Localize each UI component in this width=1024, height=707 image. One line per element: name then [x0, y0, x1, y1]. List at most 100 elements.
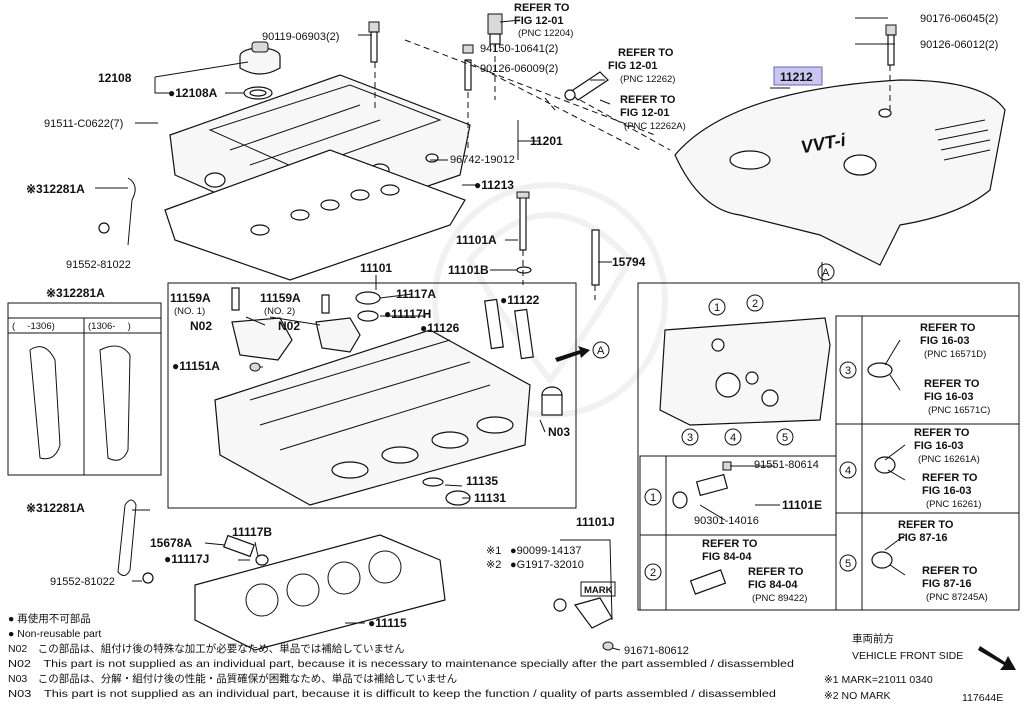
pnc-c3b: (PNC 16571C) [928, 405, 990, 416]
fig-top-1[interactable]: FIG 12-01 [514, 15, 564, 27]
label-91552-81022-top[interactable]: 91552-81022 [66, 259, 131, 271]
refer-top-3: REFER TO [620, 94, 676, 106]
label-11101b[interactable]: 11101B [448, 263, 489, 277]
side-callout-3: 3 [845, 365, 851, 377]
label-15794[interactable]: 15794 [612, 255, 646, 269]
pnc-c3a: (PNC 16571D) [924, 349, 986, 360]
label-91552-81022-bot[interactable]: 91552-81022 [50, 576, 115, 588]
fig-c4b[interactable]: FIG 16-03 [922, 485, 972, 497]
callout-2[interactable]: 2 [752, 298, 758, 310]
fig-c2b[interactable]: FIG 84-04 [748, 579, 798, 591]
label-11101e[interactable]: 11101E [782, 498, 822, 512]
label-91511-c0622[interactable]: 91511-C0622(7) [44, 118, 123, 130]
label-11101a[interactable]: 11101A [456, 233, 497, 247]
label-11126[interactable]: ●11126 [420, 321, 460, 335]
pnc-c4b: (PNC 16261) [926, 499, 981, 510]
refer-c4b: REFER TO [922, 472, 978, 484]
label-11117h[interactable]: ●11117H [384, 307, 431, 321]
mark-note-2: ※2 NO MARK [824, 690, 891, 702]
label-11212[interactable]: 11212 [780, 70, 813, 84]
fig-top-2[interactable]: FIG 12-01 [608, 60, 658, 72]
dashed-leaders [374, 39, 891, 300]
callout-3[interactable]: 3 [687, 432, 693, 444]
label-11131[interactable]: 11131 [474, 491, 506, 505]
callout-5[interactable]: 5 [782, 432, 788, 444]
label-11213[interactable]: ●11213 [474, 178, 514, 192]
label-11159a-no2[interactable]: 11159A [260, 291, 301, 305]
fig-c2a[interactable]: FIG 84-04 [702, 551, 752, 563]
label-a-arrow[interactable]: A [597, 345, 605, 357]
label-11117j[interactable]: ●11117J [164, 552, 209, 566]
label-12108a[interactable]: ●12108A [168, 86, 218, 100]
head-rear-view [659, 317, 831, 426]
cylinder-head-gasket [194, 534, 446, 651]
camshaft-bearing-caps [231, 287, 361, 372]
refer-c2b: REFER TO [748, 566, 804, 578]
mark-box [580, 581, 616, 597]
fig-c4a[interactable]: FIG 16-03 [914, 440, 964, 452]
fig-c5a[interactable]: FIG 87-16 [898, 532, 948, 544]
label-11159a-no1[interactable]: 11159A [170, 291, 211, 305]
pcv-hose [564, 71, 609, 101]
pnc-c5b: (PNC 87245A) [926, 592, 988, 603]
label-no2: (NO. 2) [264, 306, 295, 317]
label-mark1: ※1 [486, 545, 501, 557]
bracket-variant-2 [99, 345, 131, 461]
fig-c3a[interactable]: FIG 16-03 [920, 335, 970, 347]
callout-4[interactable]: 4 [730, 432, 736, 444]
pnc-top-2: (PNC 12262) [620, 74, 675, 85]
callout-1[interactable]: 1 [714, 302, 720, 314]
label-12108[interactable]: 12108 [98, 71, 132, 85]
cylinder-head-box [167, 282, 577, 509]
head-plugs-guides [355, 291, 563, 506]
label-11122[interactable]: ●11122 [500, 293, 540, 307]
label-11151a[interactable]: ●11151A [172, 359, 220, 373]
lower-bracket [117, 499, 137, 576]
label-11115[interactable]: ●11115 [368, 616, 407, 630]
label-n03: N03 [548, 425, 570, 439]
cam-position-sensor [553, 597, 614, 651]
label-11101[interactable]: 11101 [360, 261, 392, 275]
side-callout-2: 2 [650, 567, 656, 579]
label-90126-06009[interactable]: 90126-06009(2) [480, 63, 558, 75]
refer-c4a: REFER TO [914, 427, 970, 439]
label-11135[interactable]: 11135 [466, 474, 498, 488]
refer-c5a: REFER TO [898, 519, 954, 531]
fig-c5b[interactable]: FIG 87-16 [922, 578, 972, 590]
refer-top-1: REFER TO [514, 2, 570, 14]
label-91551-80614[interactable]: 91551-80614 [754, 459, 819, 471]
label-11117a[interactable]: 11117A [396, 287, 436, 301]
label-90176-06045[interactable]: 90176-06045(2) [920, 13, 998, 25]
label-n02-a: N02 [190, 319, 212, 333]
label-a-circle[interactable]: A [822, 267, 830, 279]
head-cover-gasket [164, 149, 466, 281]
label-90126-06012[interactable]: 90126-06012(2) [920, 39, 998, 51]
label-g1917-32010[interactable]: ●G1917-32010 [510, 559, 584, 571]
label-94150-10641[interactable]: 94150-10641(2) [480, 43, 558, 55]
label-91671-80612[interactable]: 91671-80612 [624, 645, 689, 657]
highlight-11212 [773, 66, 823, 86]
stud-bolts [425, 44, 600, 286]
head-cover-bolt [368, 21, 380, 63]
label-90301-14016[interactable]: 90301-14016 [694, 515, 759, 527]
label-90099-14137[interactable]: ●90099-14137 [510, 545, 581, 557]
label-12281a-bot[interactable]: ※312281A [26, 501, 85, 515]
label-11201[interactable]: 11201 [530, 134, 563, 148]
note-n03-jp: N03 この部品は、分解・組付け後の性能・品質確保が困難なため、単品では補給して… [8, 672, 457, 685]
label-15678a[interactable]: 15678A [150, 536, 192, 550]
label-12281a-top[interactable]: ※312281A [26, 182, 85, 196]
label-n02-b: N02 [278, 319, 300, 333]
refer-c3a: REFER TO [920, 322, 976, 334]
figure-id: 117644E [962, 692, 1003, 704]
label-11101j[interactable]: 11101J [576, 515, 615, 529]
pnc-c2b: (PNC 89422) [752, 593, 807, 604]
label-11117b[interactable]: 11117B [232, 525, 272, 539]
refer-top-2: REFER TO [618, 47, 674, 59]
label-mark: MARK [584, 585, 613, 596]
label-90119-06903[interactable]: 90119-06903(2) [262, 31, 339, 43]
fig-top-3[interactable]: FIG 12-01 [620, 107, 670, 119]
legend-jp: ● 再使用不可部品 [8, 612, 91, 625]
label-12281a-mid[interactable]: ※312281A [46, 286, 105, 300]
fig-c3b[interactable]: FIG 16-03 [924, 391, 974, 403]
label-96742-19012[interactable]: 96742-19012 [450, 154, 515, 166]
